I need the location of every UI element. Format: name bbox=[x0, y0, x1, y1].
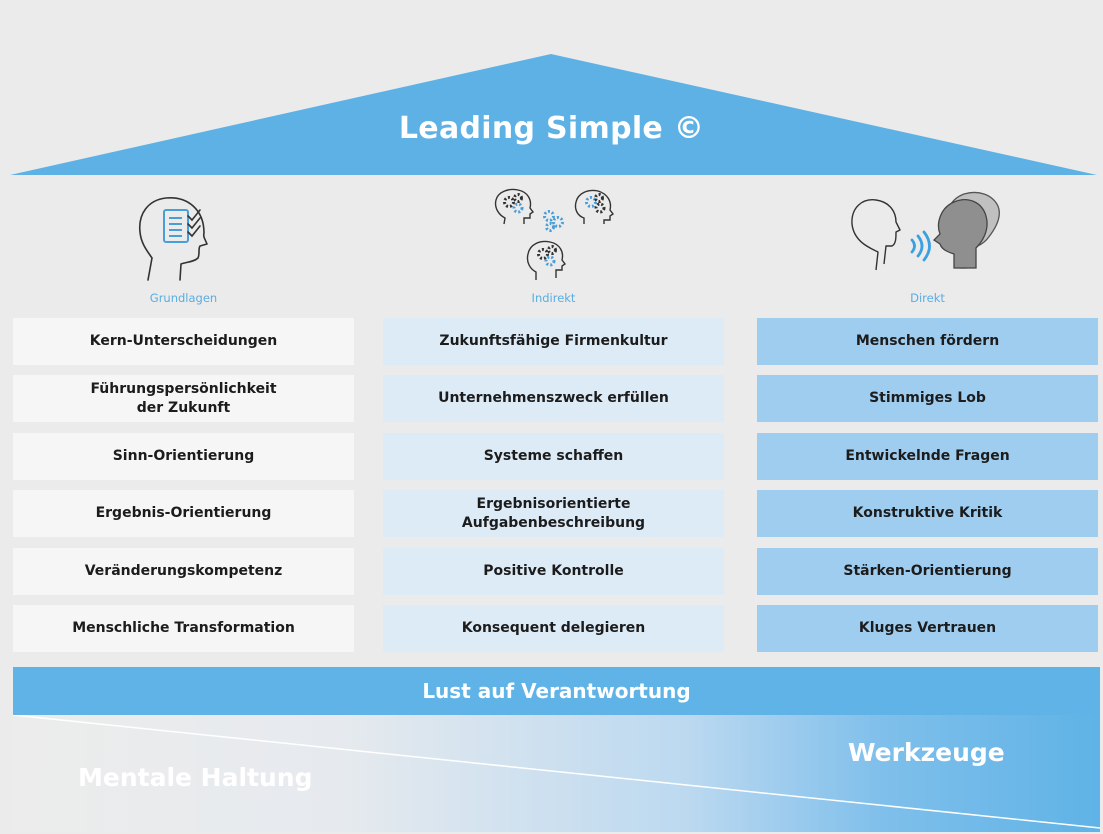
pillar-item: Stimmiges Lob bbox=[757, 375, 1098, 422]
pillar-item-text: Veränderungskompetenz bbox=[84, 563, 283, 579]
pillar-item-text: Konsequent delegieren bbox=[461, 620, 646, 636]
pillar-item: Veränderungskompetenz bbox=[13, 548, 354, 595]
pillar-item-text: Systeme schaffen bbox=[483, 448, 624, 464]
pillar-item-text: Stimmiges Lob bbox=[869, 390, 986, 406]
pillar-item-text: Kern-Unterscheidungen bbox=[89, 333, 278, 349]
pillar-item: Menschen fördern bbox=[757, 318, 1098, 365]
pillar-item-text: Sinn-Orientierung bbox=[112, 448, 255, 464]
base-label-mentale-haltung: Mentale Haltung bbox=[78, 763, 313, 792]
column-label-indirekt: Indirekt bbox=[531, 291, 576, 305]
column-label-grundlagen: Grundlagen bbox=[149, 291, 218, 305]
foundation-label: Lust auf Verantwortung bbox=[422, 679, 691, 703]
pillar-item-text: Kluges Vertrauen bbox=[858, 620, 997, 636]
heads-talking-icon bbox=[842, 188, 1010, 272]
pillar-item-text: Führungspersönlichkeit bbox=[90, 380, 277, 397]
pillar-item: Menschliche Transformation bbox=[13, 605, 354, 652]
pillar-item-text: Ergebnisorientierte bbox=[476, 495, 631, 512]
pillar-item: Stärken-Orientierung bbox=[757, 548, 1098, 595]
pillar-item-text: Menschliche Transformation bbox=[72, 620, 295, 636]
pillar-item: Ergebnis-Orientierung bbox=[13, 490, 354, 537]
column-label-direkt: Direkt bbox=[910, 291, 945, 305]
pillar-item: Systeme schaffen bbox=[383, 433, 724, 480]
roof-title: Leading Simple © bbox=[398, 111, 705, 146]
foundation-bar: Lust auf Verantwortung bbox=[13, 667, 1100, 715]
pillar-item-text: Zukunftsfähige Firmenkultur bbox=[439, 333, 668, 349]
pillar-item-text: Positive Kontrolle bbox=[483, 563, 624, 579]
pillar-item-text: Aufgabenbeschreibung bbox=[461, 514, 646, 531]
pillar-item: Führungspersönlichkeit der Zukunft bbox=[13, 375, 354, 422]
roof-shape bbox=[10, 54, 1097, 175]
head-checklist-icon bbox=[134, 192, 224, 284]
pillar-item-text: Konstruktive Kritik bbox=[852, 505, 1003, 521]
pillar-item: Unternehmenszweck erfüllen bbox=[383, 375, 724, 422]
pillar-item: Kluges Vertrauen bbox=[757, 605, 1098, 652]
pillar-item-text: Menschen fördern bbox=[855, 333, 1000, 349]
pillar-item-text: der Zukunft bbox=[136, 399, 231, 416]
base-label-werkzeuge: Werkzeuge bbox=[848, 738, 1005, 767]
pillar-item: Kern-Unterscheidungen bbox=[13, 318, 354, 365]
pillar-item: Entwickelnde Fragen bbox=[757, 433, 1098, 480]
pillar-item-text: Unternehmenszweck erfüllen bbox=[438, 390, 669, 406]
pillar-item: Zukunftsfähige Firmenkultur bbox=[383, 318, 724, 365]
heads-gears-icon bbox=[488, 188, 624, 284]
pillar-item-text: Entwickelnde Fragen bbox=[845, 448, 1010, 464]
base-wedge bbox=[13, 715, 1100, 832]
pillar-item-text: Ergebnis-Orientierung bbox=[95, 505, 272, 521]
pillar-item: Konstruktive Kritik bbox=[757, 490, 1098, 537]
pillar-item-text: Stärken-Orientierung bbox=[843, 563, 1012, 579]
pillar-item: Konsequent delegieren bbox=[383, 605, 724, 652]
pillar-item: Sinn-Orientierung bbox=[13, 433, 354, 480]
pillar-item: Positive Kontrolle bbox=[383, 548, 724, 595]
